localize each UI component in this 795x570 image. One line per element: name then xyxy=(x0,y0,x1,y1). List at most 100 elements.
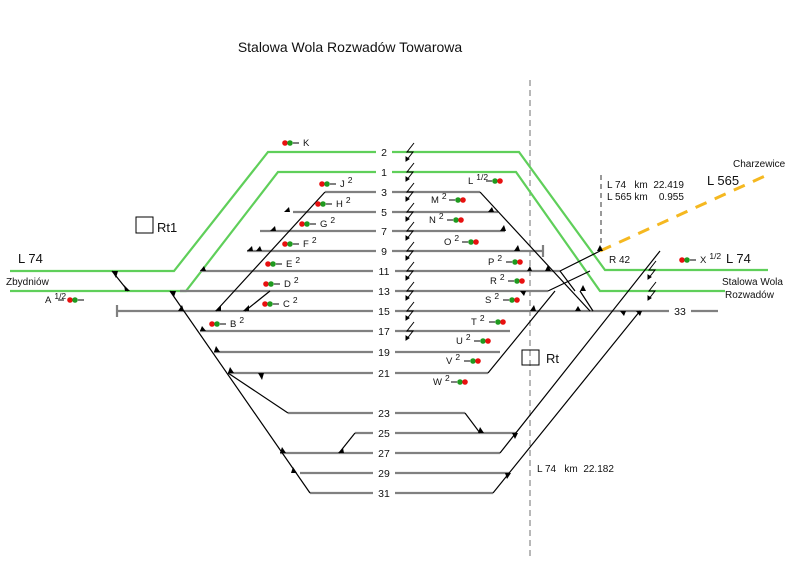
insulated-joint-arrow xyxy=(405,295,410,301)
track-label-bg xyxy=(373,367,395,379)
insulated-joint-arrow xyxy=(405,335,410,341)
signal-lamp-red xyxy=(263,281,269,287)
signal-label-sup: 1/2 xyxy=(476,172,488,182)
signal-lamp-green xyxy=(492,178,498,184)
signal-lamp-red xyxy=(458,217,464,223)
signal-label-sup: 2 xyxy=(239,315,244,325)
track-label-bg xyxy=(373,407,395,419)
relay-box-rt-label: Rt xyxy=(546,351,559,366)
insulated-joint-icon xyxy=(405,321,415,341)
insulated-joint-icon xyxy=(405,261,415,281)
right-direction-label-2: Rozwadów xyxy=(725,290,775,301)
track-number-13: 13 xyxy=(378,286,390,298)
signal-lamp-red xyxy=(299,221,305,227)
signal-lamp-green xyxy=(480,338,486,344)
insulated-joint-arrow xyxy=(405,275,410,281)
branch-line-label: L 565 xyxy=(707,173,739,188)
track-label-bg xyxy=(373,325,395,337)
track-number-27: 27 xyxy=(378,448,390,460)
signal-label-sup: 2 xyxy=(500,272,505,282)
insulated-joint-icon xyxy=(405,142,415,162)
signal-label: K xyxy=(303,138,310,149)
insulated-joint-icon xyxy=(405,202,415,222)
signal-lamp-red xyxy=(282,140,288,146)
insulated-joint-arrow xyxy=(405,235,410,241)
track-number-23: 23 xyxy=(378,408,390,420)
signal-lamp-green xyxy=(453,217,459,223)
insulated-joint-arrow xyxy=(647,295,652,301)
signal-label-sup: 2 xyxy=(454,233,459,243)
signal-lamp-red xyxy=(485,338,491,344)
insulated-joint-arrow xyxy=(405,196,410,202)
signal-label-sup: 2 xyxy=(445,373,450,383)
insulated-joint-arrow xyxy=(405,255,410,261)
switch-markers xyxy=(112,207,642,479)
track-number-3: 3 xyxy=(381,187,387,199)
relay-box-rt xyxy=(521,349,540,366)
insulated-joint-arrow xyxy=(405,156,410,162)
signal-lamp-red xyxy=(497,178,503,184)
insulated-joint-icon xyxy=(405,182,415,202)
track-label-bg xyxy=(373,467,395,479)
left-line-label: L 74 xyxy=(18,251,43,266)
signal-lamp-green xyxy=(267,301,273,307)
signal-lamp-red xyxy=(679,257,685,263)
signal-lamp-green xyxy=(268,281,274,287)
insulated-joint-arrow xyxy=(405,315,410,321)
track-label-bg xyxy=(373,487,395,499)
signal-label-sup: 2 xyxy=(346,195,351,205)
signal-lamp-green xyxy=(684,257,690,263)
signal-lamp-green xyxy=(509,297,515,303)
branch-direction-label: Charzewice xyxy=(733,159,786,170)
signal-lamp-red xyxy=(462,379,468,385)
insulated-joint-arrow xyxy=(647,274,652,280)
signal-lamp-green xyxy=(270,261,276,267)
diagram-title: Stalowa Wola Rozwadów Towarowa xyxy=(238,39,463,55)
track-number-17: 17 xyxy=(378,326,390,338)
signal-label-sup: 2 xyxy=(294,275,299,285)
signal-k[interactable]: K xyxy=(282,138,310,149)
signal-lamp-red xyxy=(262,301,268,307)
signal-lamp-green xyxy=(287,241,293,247)
signal-lamp-green xyxy=(457,379,463,385)
signal-label-sup: 2 xyxy=(480,313,485,323)
signal-lamp-green xyxy=(324,181,330,187)
track-number-31: 31 xyxy=(378,488,390,500)
insulated-joint-icon xyxy=(405,221,415,241)
track-number-19: 19 xyxy=(378,347,390,359)
signal-lamp-red xyxy=(500,319,506,325)
insulated-joint-arrow xyxy=(405,216,410,222)
signal-lamp-green xyxy=(468,239,474,245)
signal-label-sup: 2 xyxy=(348,175,353,185)
insulated-joint-icon xyxy=(647,281,657,301)
insulated-joint-icon xyxy=(405,281,415,301)
signal-lamp-green xyxy=(287,140,293,146)
signal-lamp-green xyxy=(304,221,310,227)
track-label-bg xyxy=(669,305,691,317)
